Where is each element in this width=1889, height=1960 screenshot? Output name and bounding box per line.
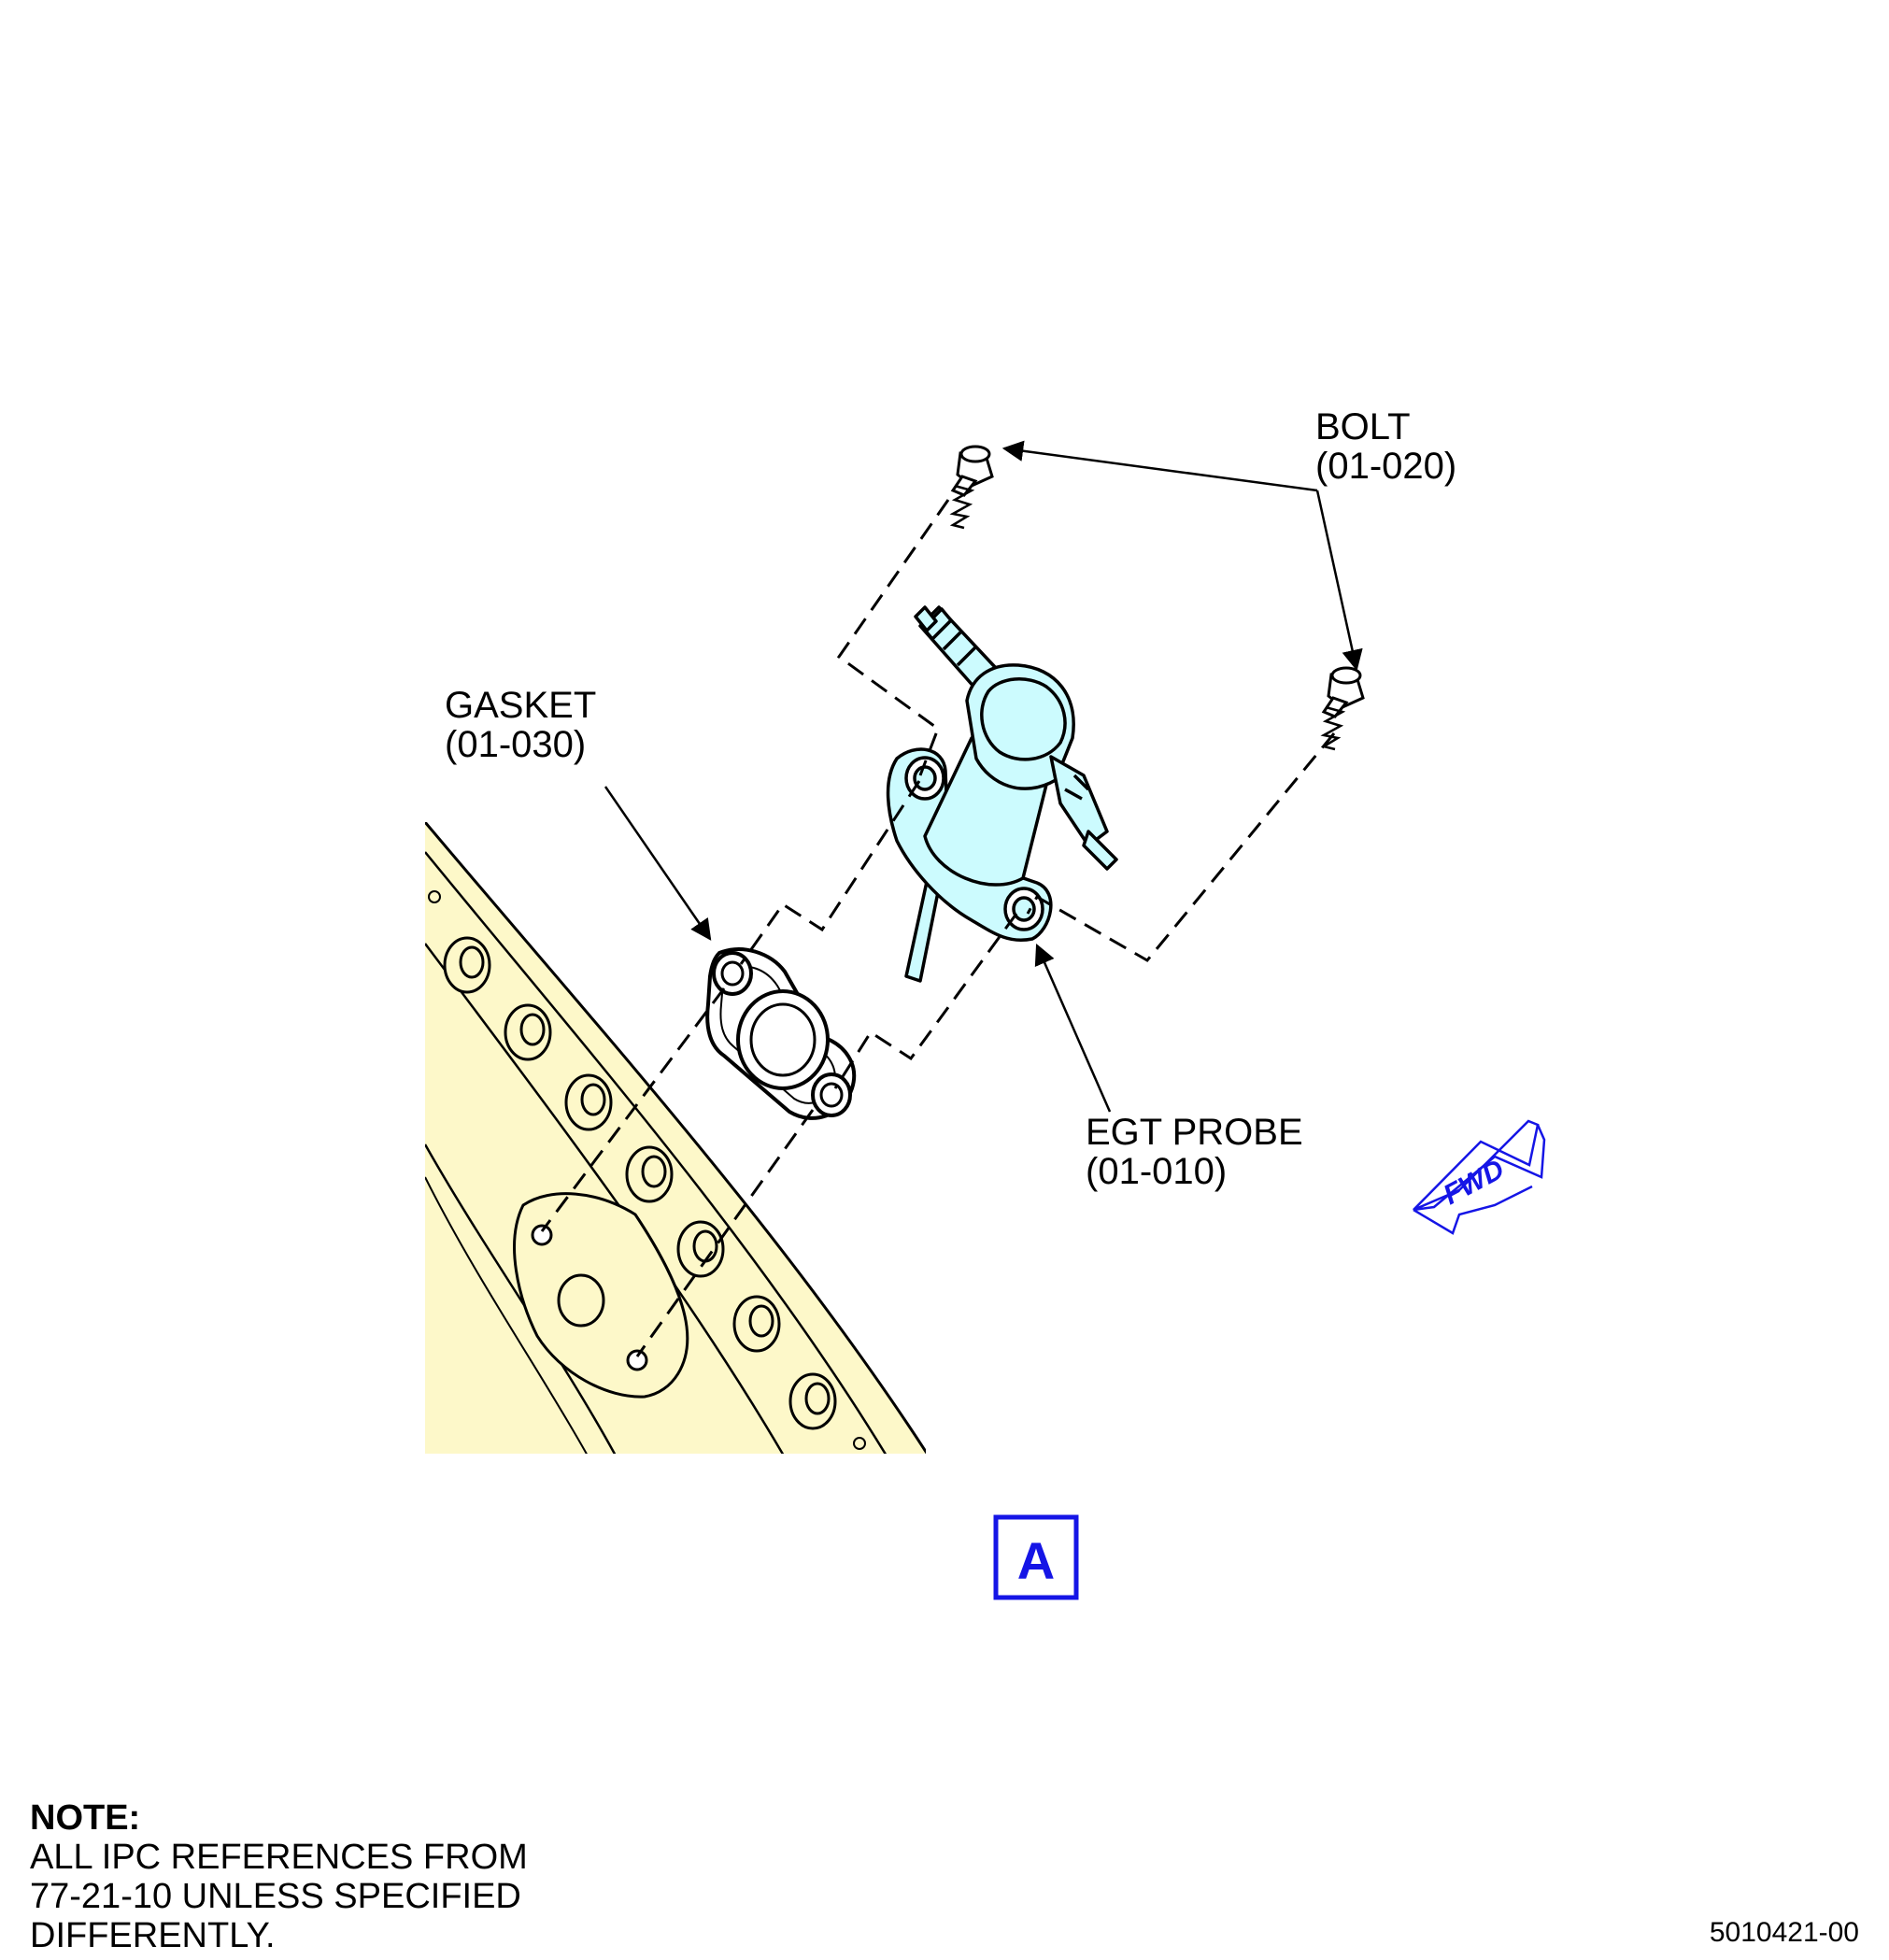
gasket-ref: (01-030): [445, 724, 586, 765]
note-line-3: DIFFERENTLY.: [30, 1916, 276, 1955]
bolt-ref: (01-020): [1315, 446, 1456, 487]
bolt-label: BOLT: [1315, 406, 1411, 447]
figure-id: 5010421-00: [1709, 1917, 1859, 1948]
egt-probe-label: EGT PROBE: [1086, 1112, 1303, 1153]
note-block: NOTE: ALL IPC REFERENCES FROM 77-21-10 U…: [30, 1798, 528, 1955]
leader-lines: [604, 440, 1363, 1113]
note-heading: NOTE:: [30, 1798, 141, 1838]
alignment-lines: [540, 499, 1336, 1357]
turbine-case: [425, 822, 926, 1454]
note-line-1: ALL IPC REFERENCES FROM: [30, 1838, 528, 1877]
forward-arrow-icon: FWD: [1413, 1119, 1546, 1235]
gasket-label: GASKET: [445, 685, 596, 726]
egt-probe: [886, 605, 1118, 983]
gasket: [705, 947, 857, 1120]
egt-probe-ref: (01-010): [1086, 1151, 1227, 1192]
svg-text:A: A: [1017, 1531, 1055, 1590]
view-a-indicator: A: [993, 1514, 1079, 1600]
note-line-2: 77-21-10 UNLESS SPECIFIED: [30, 1877, 521, 1916]
bolt-upper: [949, 445, 994, 530]
